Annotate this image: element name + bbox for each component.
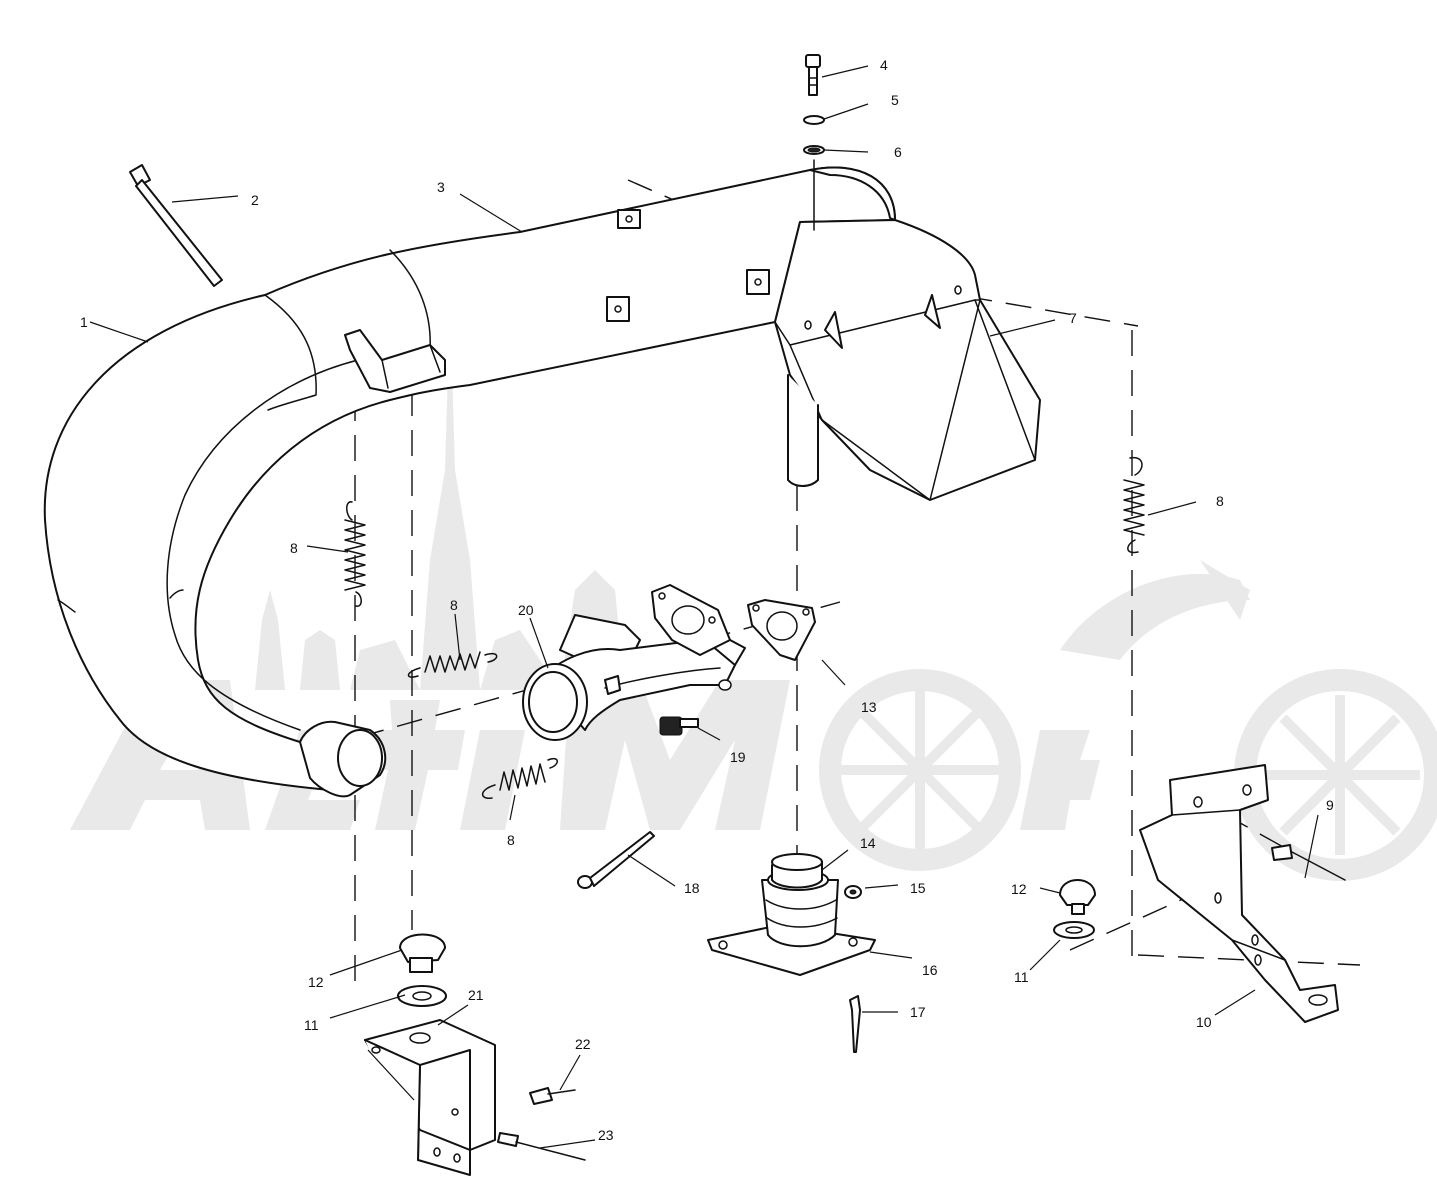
callout-3: 3 [437,179,445,195]
callout-20: 20 [518,602,534,618]
callout-8-right: 8 [1216,493,1224,509]
callout-2: 2 [251,192,259,208]
callout-19: 19 [730,749,746,765]
callout-11-right: 11 [1014,969,1029,985]
spring-middle-lower [481,757,558,799]
callout-22: 22 [575,1036,591,1052]
heat-shield-housing [774,219,1041,501]
callout-6: 6 [894,144,902,160]
pin [577,831,655,889]
callout-17: 17 [910,1004,926,1020]
callout-10: 10 [1196,1014,1212,1030]
exhaust-manifold [522,614,746,741]
callout-12-right: 12 [1011,881,1027,897]
bracket-left [364,933,586,1176]
callout-13: 13 [861,699,877,715]
callout-7: 7 [1069,310,1077,326]
callout-8-left: 8 [290,540,298,556]
gasket-rear [747,599,816,661]
cable-tie [129,164,223,287]
callout-16: 16 [922,962,938,978]
callout-18: 18 [684,880,700,896]
callout-14: 14 [860,835,876,851]
spring-middle-upper [407,651,498,678]
callout-23: 23 [598,1127,614,1143]
leader-lines [89,65,1319,1149]
callout-12-left: 12 [308,974,324,990]
callout-9: 9 [1326,797,1334,813]
callout-8-upper: 8 [450,597,458,613]
callout-4: 4 [880,57,888,73]
spring-left-vertical [344,501,366,607]
mount-plate [707,853,876,1053]
callout-5: 5 [891,92,899,108]
callout-labels: 1 2 3 4 5 6 7 8 8 8 8 8 9 10 11 11 12 12… [80,57,1334,1143]
muffler-assembly [43,166,896,798]
spring-right-vertical [1123,456,1145,554]
callout-21: 21 [468,987,484,1003]
gasket-front [651,584,731,656]
callout-1: 1 [80,314,88,330]
callout-15: 15 [910,880,926,896]
callout-11-left: 11 [304,1017,319,1033]
callout-8-lower: 8 [507,832,515,848]
screw [659,716,699,736]
bracket-right [1053,764,1346,1023]
